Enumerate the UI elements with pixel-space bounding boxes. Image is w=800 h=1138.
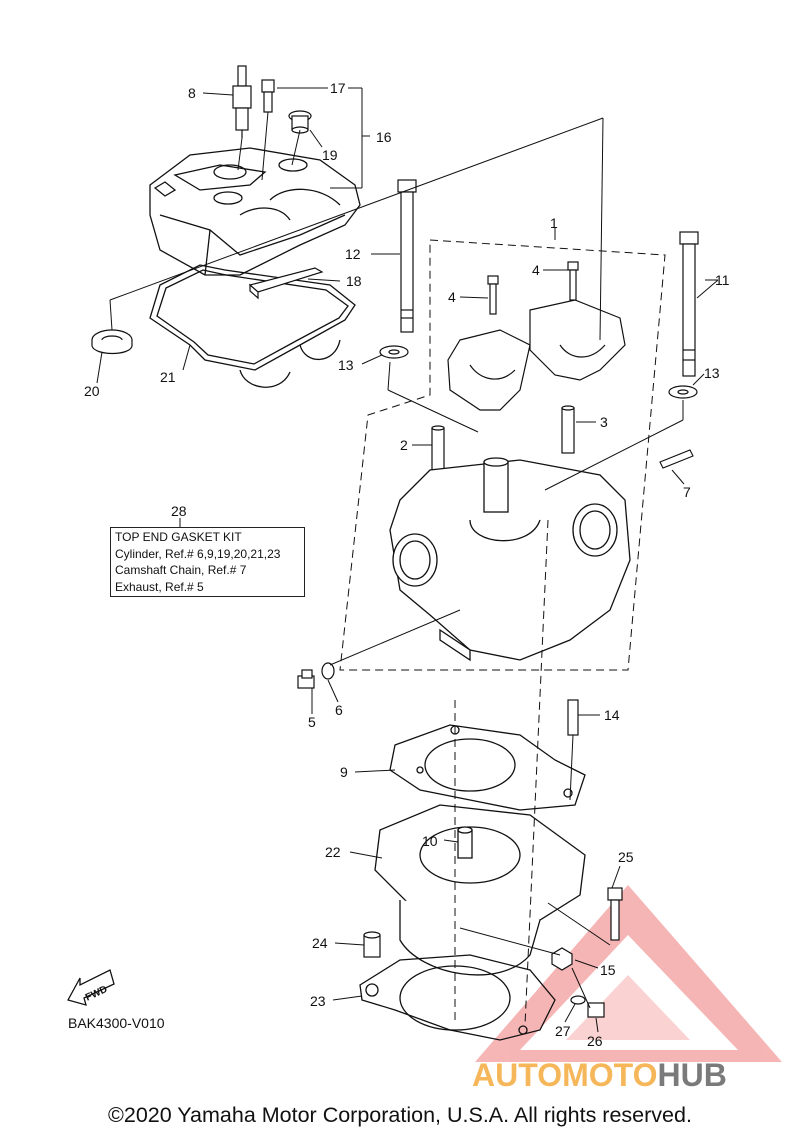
callout-28: 28 — [171, 503, 187, 519]
callout-10: 10 — [422, 833, 438, 849]
kit-line-1: Cylinder, Ref.# 6,9,19,20,21,23 — [115, 546, 281, 561]
washer-13 — [379, 345, 698, 399]
callout-23: 23 — [310, 993, 326, 1009]
assembly-lines — [339, 239, 666, 1026]
callout-13a: 13 — [338, 357, 354, 373]
callout-6: 6 — [335, 702, 343, 718]
callout-27: 27 — [555, 1023, 571, 1039]
callout-5: 5 — [308, 714, 316, 730]
callout-3: 3 — [600, 414, 608, 430]
callout-8: 8 — [188, 85, 196, 101]
callout-21: 21 — [160, 369, 176, 385]
kit-line-3: Exhaust, Ref.# 5 — [115, 579, 204, 594]
seal-plate — [248, 267, 324, 300]
bolt-5 — [297, 669, 315, 689]
dowel-pins — [431, 405, 575, 474]
valve-cover — [149, 147, 361, 276]
nut-15 — [551, 947, 573, 971]
kit-line-2: Camshaft Chain, Ref.# 7 — [115, 563, 247, 577]
callout-18: 18 — [346, 273, 362, 289]
copyright-notice: ©2020 Yamaha Motor Corporation, U.S.A. A… — [108, 1103, 692, 1127]
callout-13b: 13 — [704, 365, 720, 381]
callout-22: 22 — [325, 844, 341, 860]
callout-26: 26 — [587, 1033, 603, 1049]
spark-plug — [232, 65, 252, 138]
bolt-25 — [607, 887, 623, 941]
callout-25: 25 — [618, 849, 634, 865]
fwd-arrow-icon — [67, 969, 115, 1006]
leader-lines — [96, 87, 719, 1033]
grommet — [288, 110, 312, 134]
callout-16: 16 — [376, 129, 392, 145]
kit-title: TOP END GASKET KIT — [115, 530, 242, 544]
cover-bolt — [261, 79, 275, 113]
callout-14: 14 — [604, 707, 620, 723]
camshaft-caps — [447, 261, 626, 411]
callout-19: 19 — [322, 147, 338, 163]
watermark-text-a: AUTOMOTO — [472, 1057, 658, 1093]
stud-bolt-12 — [397, 179, 417, 333]
watermark-logo: AUTOMOTOHUB — [472, 1057, 727, 1094]
stud-7 — [659, 449, 694, 469]
washer-20 — [91, 329, 133, 355]
washer-6 — [321, 662, 335, 680]
bolt-26 — [587, 1002, 605, 1018]
callout-1: 1 — [550, 215, 558, 231]
callout-4a: 4 — [532, 262, 540, 278]
callout-2: 2 — [400, 437, 408, 453]
callout-17: 17 — [330, 80, 346, 96]
stud-bolt-11 — [679, 231, 699, 377]
dowel-24 — [363, 931, 381, 958]
callout-24: 24 — [312, 935, 328, 951]
callout-numbers: 1 2 3 4 4 5 6 7 8 9 10 11 12 13 13 14 15… — [84, 80, 730, 1049]
cylinder-head — [389, 457, 631, 662]
callout-11: 11 — [715, 272, 730, 288]
gasket-kit-box: TOP END GASKET KIT Cylinder, Ref.# 6,9,1… — [110, 527, 305, 597]
callout-20: 20 — [84, 383, 100, 399]
callout-9: 9 — [340, 764, 348, 780]
callout-7: 7 — [683, 484, 691, 500]
head-gasket — [389, 724, 586, 811]
valve-cover-gasket — [149, 264, 356, 388]
stud-14 — [567, 699, 579, 736]
callout-12: 12 — [345, 246, 361, 262]
cylinder — [374, 804, 586, 976]
callout-4b: 4 — [448, 289, 456, 305]
watermark-text-b: HUB — [657, 1057, 727, 1093]
callout-15: 15 — [600, 962, 616, 978]
diagram-ref-code: BAK4300-V010 — [68, 1015, 165, 1031]
washer-27 — [570, 995, 586, 1005]
